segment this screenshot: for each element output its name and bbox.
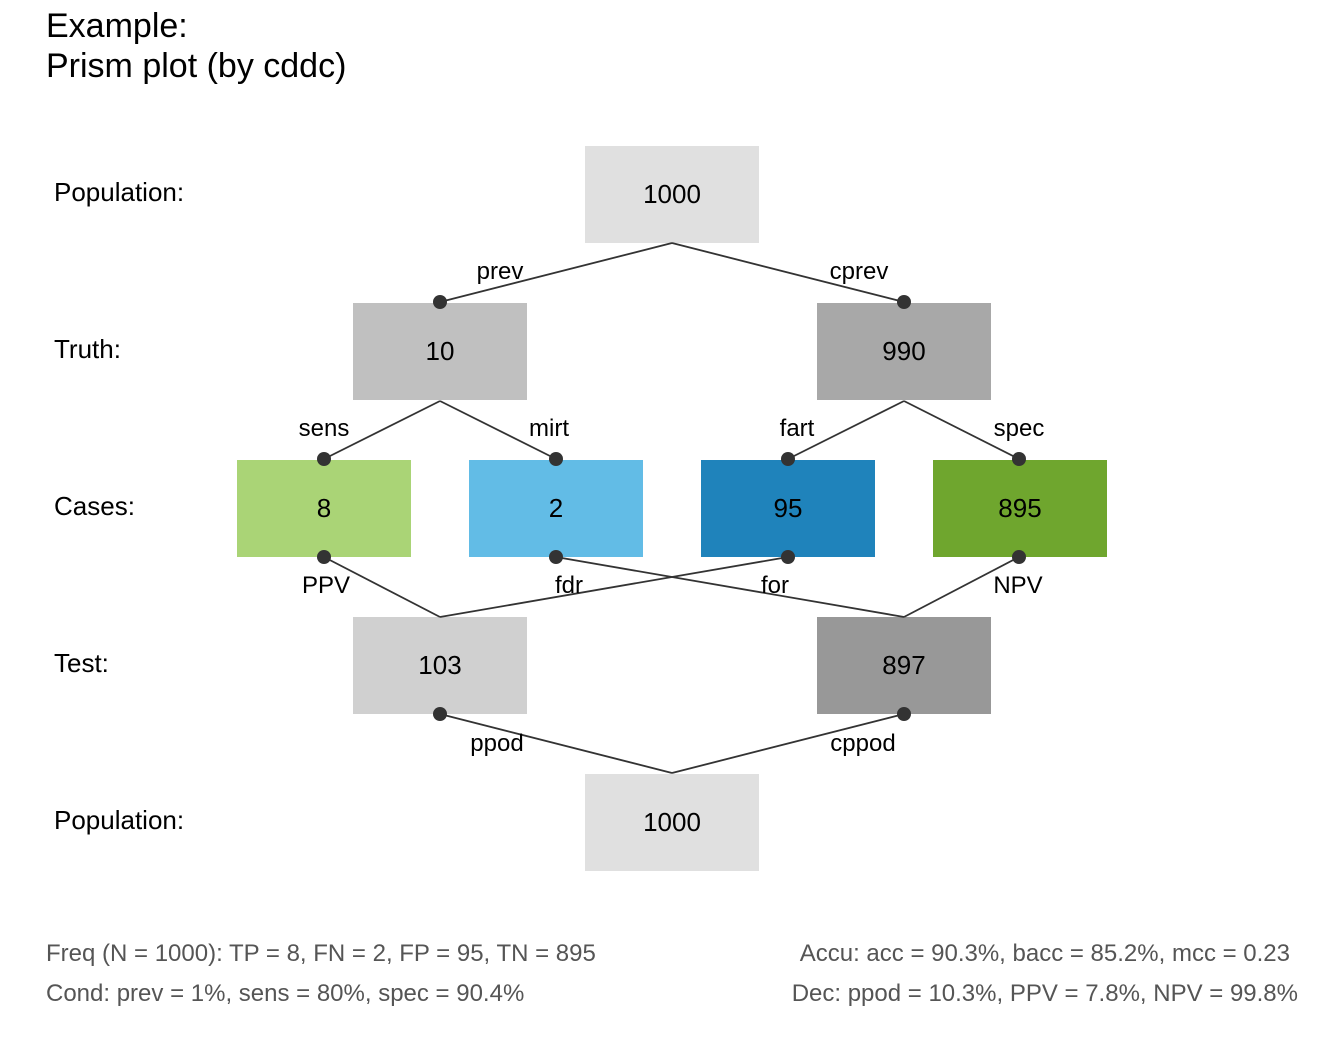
row-label-cases: Cases: bbox=[54, 491, 135, 521]
edge-fdr bbox=[555, 556, 905, 618]
edge-ppv bbox=[323, 556, 441, 618]
box-false-alarm: 95 bbox=[701, 460, 875, 557]
dot-ppv bbox=[317, 550, 331, 564]
footer-cond: Cond: prev = 1%, sens = 80%, spec = 90.4… bbox=[46, 980, 525, 1007]
edge-ppod bbox=[439, 713, 673, 774]
box-population-bottom: 1000 bbox=[585, 774, 759, 871]
dot-for bbox=[781, 550, 795, 564]
row-label-population-top: Population: bbox=[54, 177, 185, 207]
edge-for bbox=[439, 556, 789, 618]
dot-mirt bbox=[549, 452, 563, 466]
footer-dec: Dec: ppod = 10.3%, PPV = 7.8%, NPV = 99.… bbox=[791, 980, 1298, 1007]
edge-cprev bbox=[671, 242, 905, 303]
edge-npv bbox=[903, 556, 1020, 618]
dot-cppod bbox=[897, 707, 911, 721]
box-correct-rejection: 895 bbox=[933, 460, 1107, 557]
dot-spec bbox=[1012, 452, 1026, 466]
edge-label-cprev: cprev bbox=[829, 258, 889, 285]
box-hit: 8 bbox=[237, 460, 411, 557]
edge-label-fart: fart bbox=[779, 415, 815, 442]
dot-fart bbox=[781, 452, 795, 466]
edge-label-spec: spec bbox=[993, 415, 1045, 442]
footer-freq: Freq (N = 1000): TP = 8, FN = 2, FP = 95… bbox=[46, 940, 596, 967]
edge-label-npv: NPV bbox=[993, 572, 1043, 599]
edge-label-mirt: mirt bbox=[529, 415, 569, 442]
edge-label-prev: prev bbox=[476, 258, 524, 285]
dot-npv bbox=[1012, 550, 1026, 564]
edge-label-ppod: ppod bbox=[470, 730, 524, 757]
row-label-truth: Truth: bbox=[54, 334, 121, 364]
title-line-1: Example: bbox=[46, 7, 188, 45]
edge-label-ppv: PPV bbox=[301, 572, 351, 599]
box-population-top: 1000 bbox=[585, 146, 759, 243]
box-miss: 2 bbox=[469, 460, 643, 557]
edge-label-sens: sens bbox=[298, 415, 350, 442]
edge-mirt bbox=[439, 400, 557, 460]
dot-fdr bbox=[549, 550, 563, 564]
edge-spec bbox=[903, 400, 1020, 460]
row-label-population-bottom: Population: bbox=[54, 805, 185, 835]
diagram-title: Example: Prism plot (by cddc) bbox=[46, 6, 346, 86]
dot-sens bbox=[317, 452, 331, 466]
title-line-2: Prism plot (by cddc) bbox=[46, 47, 347, 85]
box-condition-false: 990 bbox=[817, 303, 991, 400]
box-decision-negative: 897 bbox=[817, 617, 991, 714]
edge-label-cppod: cppod bbox=[830, 730, 896, 757]
edge-cppod bbox=[671, 713, 905, 774]
dot-prev bbox=[433, 295, 447, 309]
edge-label-for: for bbox=[760, 572, 790, 599]
dot-ppod bbox=[433, 707, 447, 721]
dot-cprev bbox=[897, 295, 911, 309]
edge-label-fdr: fdr bbox=[554, 572, 584, 599]
box-condition-true: 10 bbox=[353, 303, 527, 400]
row-label-test: Test: bbox=[54, 648, 109, 678]
edge-fart bbox=[787, 400, 905, 460]
box-decision-positive: 103 bbox=[353, 617, 527, 714]
edge-sens bbox=[323, 400, 441, 460]
footer-accu: Accu: acc = 90.3%, bacc = 85.2%, mcc = 0… bbox=[799, 940, 1290, 967]
edge-prev bbox=[439, 242, 673, 303]
